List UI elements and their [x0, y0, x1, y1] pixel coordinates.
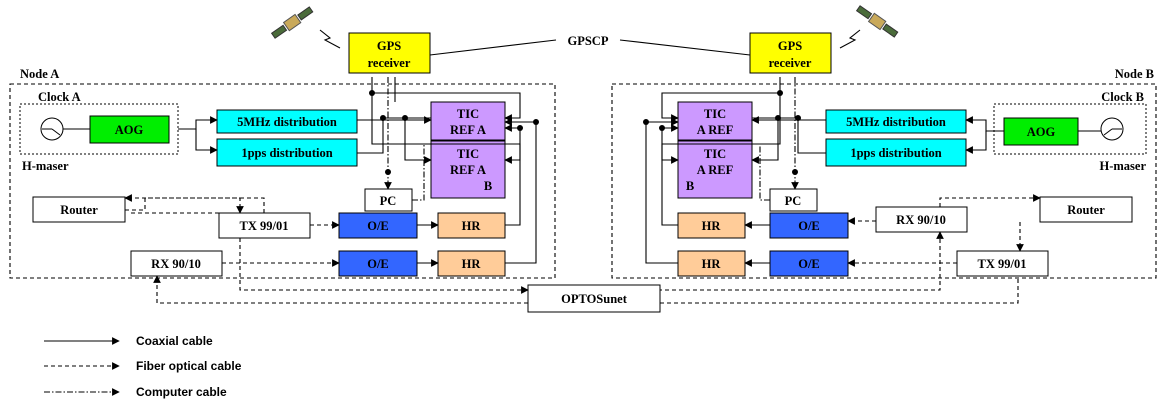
- clock-b-title: Clock B: [1101, 90, 1144, 104]
- tic-a-ref-b-line2: A REF: [697, 163, 734, 177]
- oe-a-bottom-label: O/E: [367, 257, 389, 271]
- tic-a-ref-line1: TIC: [704, 107, 726, 121]
- legend-label-fiber: Fiber optical cable: [136, 359, 242, 373]
- rx-a-label: RX 90/10: [151, 257, 201, 271]
- tic-a-ref-b-box: [677, 140, 753, 199]
- tx-a-box: [218, 212, 311, 239]
- dist-5mhz-a-label: 5MHz distribution: [237, 115, 337, 129]
- tic-a-ref-box: [677, 101, 753, 141]
- hmaser-a-label: H-maser: [22, 159, 69, 173]
- oe-b-top-box: [769, 212, 849, 239]
- legend-label-computer: Computer cable: [136, 385, 227, 399]
- router-b-label: Router: [1067, 203, 1105, 217]
- gps-receiver-a: GPS receiver: [348, 32, 431, 74]
- tic-ref-a-b-line3: B: [484, 179, 492, 193]
- tic-a-ref-line2: A REF: [697, 123, 734, 137]
- hr-a-top-label: HR: [462, 219, 482, 233]
- rx-a-box: [130, 250, 223, 277]
- hr-b-top-label: HR: [702, 219, 722, 233]
- legend-item-fiber: Fiber optical cable: [44, 359, 242, 373]
- tic-ref-a-line1: TIC: [457, 107, 479, 121]
- hr-b-top-box: [677, 212, 746, 239]
- clock-b-frame: [993, 103, 1147, 155]
- node-b: Node B Clock B AOG H-maser 5MHz distribu…: [611, 67, 1157, 279]
- aog-a-label: AOG: [115, 123, 144, 137]
- tic-a-ref-b-line1: TIC: [704, 147, 726, 161]
- hr-b-bottom-label: HR: [702, 257, 722, 271]
- hmaser-dial-icon: [1100, 117, 1124, 141]
- aog-b-box: [1003, 117, 1079, 146]
- optosunet-label: OPTOSunet: [561, 292, 628, 306]
- dist-1pps-b-box: [825, 138, 967, 167]
- gps-receiver-b: GPS receiver: [749, 32, 832, 74]
- tic-ref-a-b-line2: REF A: [450, 163, 486, 177]
- router-a-label: Router: [60, 203, 98, 217]
- node-a: Node A Clock A H-maser AOG 5MHz distribu…: [9, 67, 556, 279]
- clock-a-title: Clock A: [38, 90, 81, 104]
- legend-item-coaxial: Coaxial cable: [44, 334, 213, 348]
- router-a-box: [32, 196, 126, 223]
- satellite-icon: [270, 6, 314, 39]
- node-b-frame: [611, 83, 1157, 279]
- tx-a-label: TX 99/01: [240, 219, 289, 233]
- legend: Coaxial cable Fiber optical cable Comput…: [44, 334, 242, 399]
- pc-b-label: PC: [785, 194, 802, 208]
- gpscp-label: GPSCP: [568, 34, 609, 48]
- tx-b-label: TX 99/01: [978, 257, 1027, 271]
- oe-b-top-label: O/E: [798, 219, 820, 233]
- dist-1pps-a-label: 1pps distribution: [241, 146, 332, 160]
- hr-a-bottom-label: HR: [462, 257, 482, 271]
- hmaser-dial-icon: [40, 117, 64, 141]
- oe-b-bottom-box: [769, 250, 849, 277]
- aog-a-box: [89, 115, 170, 144]
- satellite-icon: [855, 5, 899, 38]
- oe-a-top-label: O/E: [367, 219, 389, 233]
- node-a-frame: [9, 83, 556, 279]
- dist-5mhz-b-label: 5MHz distribution: [846, 115, 946, 129]
- hr-a-bottom-box: [437, 250, 506, 277]
- tic-ref-a-b-line1: TIC: [457, 147, 479, 161]
- gps-a-line1: GPS: [377, 39, 401, 53]
- gps-b-line2: receiver: [769, 56, 812, 70]
- tic-ref-a-b-box: [430, 140, 506, 199]
- pc-a-label: PC: [380, 194, 397, 208]
- tic-ref-a-line2: REF A: [450, 123, 486, 137]
- rx-b-label: RX 90/10: [896, 213, 946, 227]
- tx-b-box: [956, 250, 1049, 277]
- router-b-box: [1039, 196, 1133, 223]
- rx-b-box: [875, 206, 968, 233]
- oe-b-bottom-label: O/E: [798, 257, 820, 271]
- dist-1pps-b-label: 1pps distribution: [850, 146, 941, 160]
- optosunet-box: [527, 284, 661, 313]
- hmaser-b-label: H-maser: [1099, 159, 1146, 173]
- legend-label-coaxial: Coaxial cable: [136, 334, 213, 348]
- tic-a-ref-b-line3: B: [686, 179, 694, 193]
- legend-item-computer: Computer cable: [44, 385, 227, 399]
- node-a-title: Node A: [20, 67, 59, 81]
- hr-b-bottom-box: [677, 250, 746, 277]
- aog-b-label: AOG: [1027, 125, 1056, 139]
- gps-b-line1: GPS: [778, 39, 802, 53]
- node-b-title: Node B: [1115, 67, 1154, 81]
- gps-a-line2: receiver: [368, 56, 411, 70]
